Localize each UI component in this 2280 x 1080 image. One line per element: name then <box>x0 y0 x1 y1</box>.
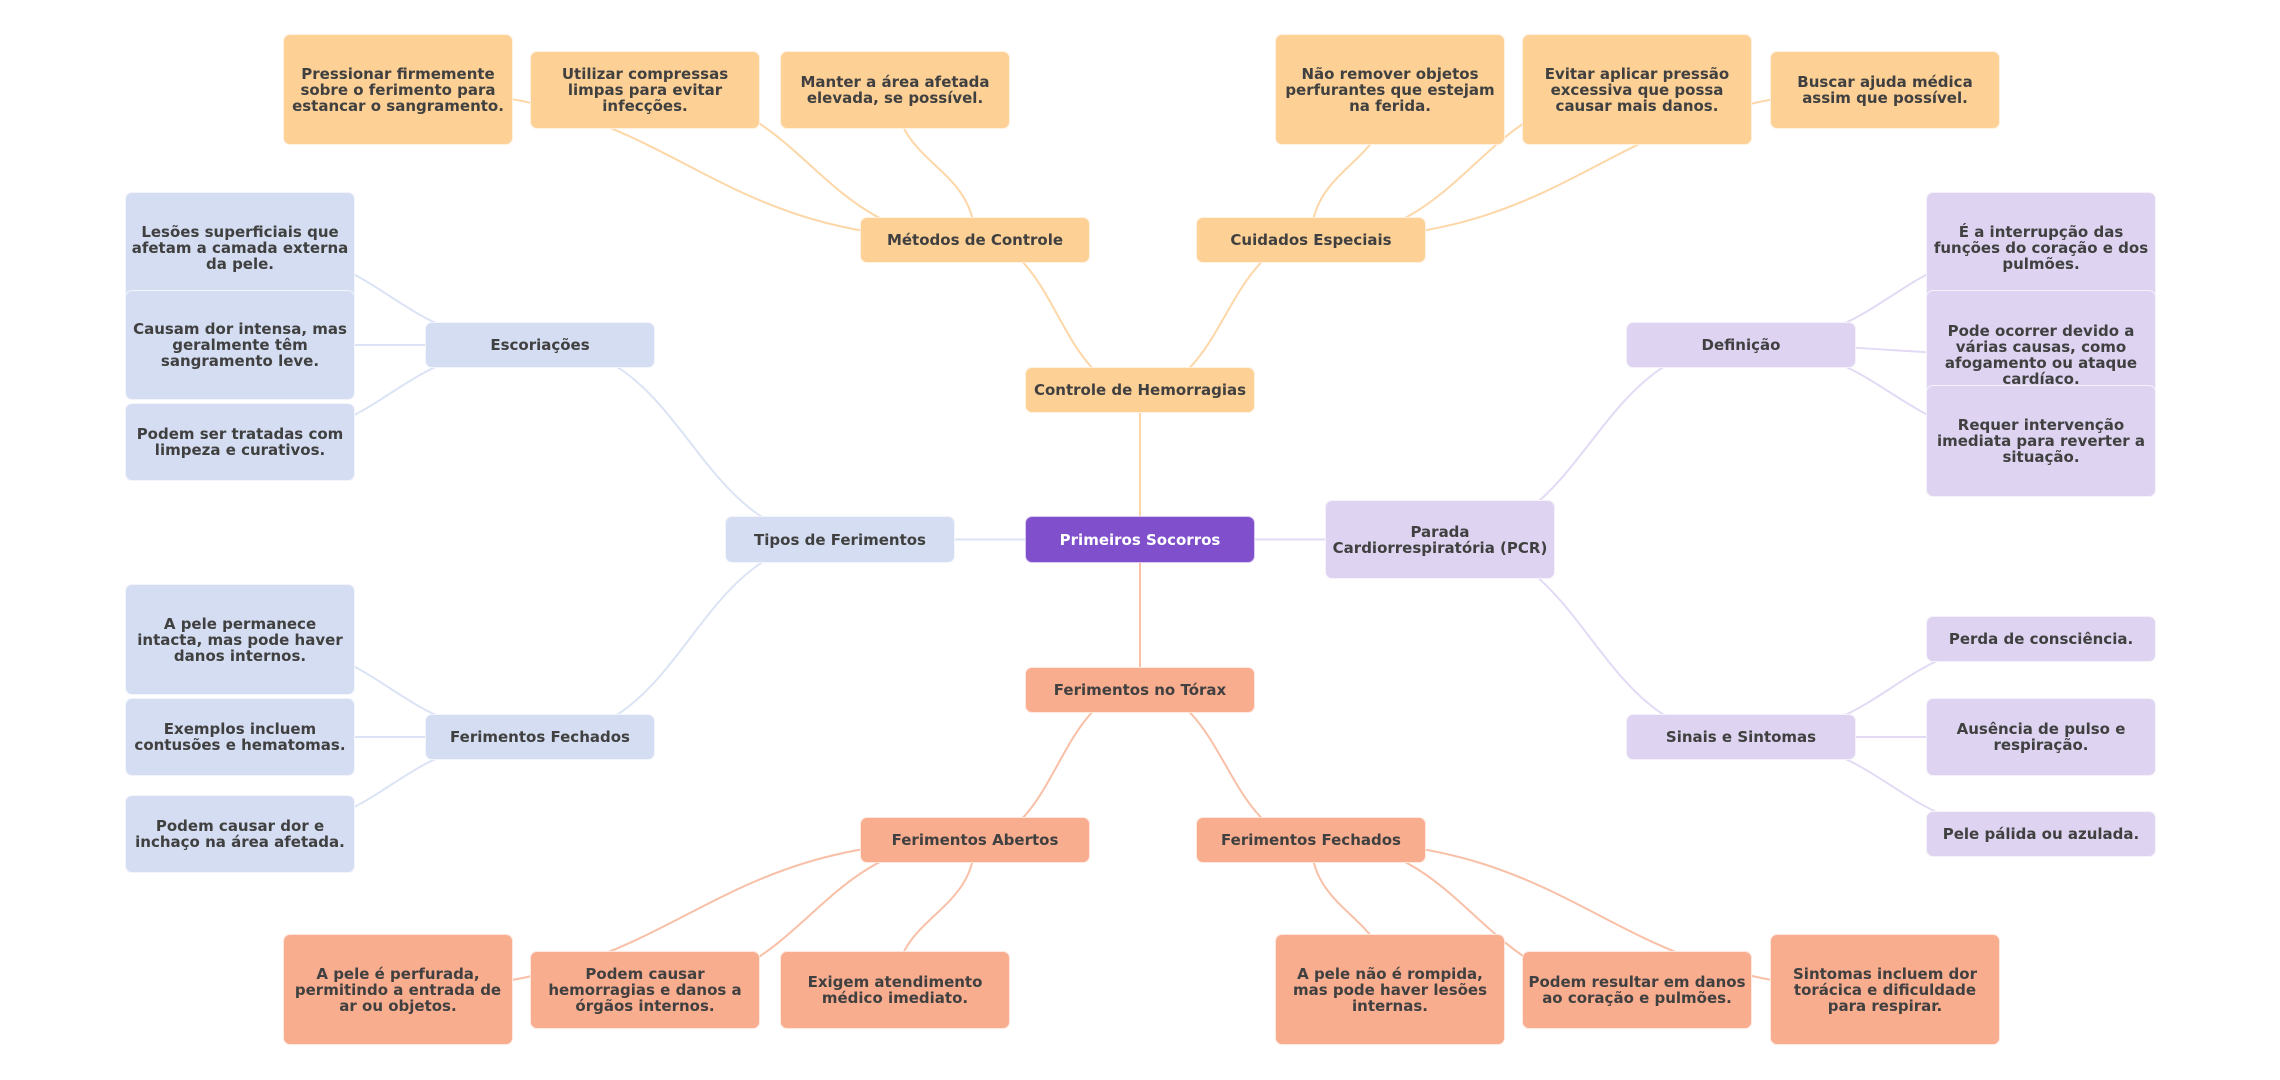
node-label: Buscar ajuda médica assim que possível. <box>1797 73 1973 107</box>
node-label: Exemplos incluem contusões e hematomas. <box>134 720 346 754</box>
node-label: Parada Cardiorrespiratória (PCR) <box>1332 522 1548 557</box>
node-label: Ferimentos Fechados <box>450 728 630 746</box>
subtopic-node-fechadosL[interactable]: Ferimentos Fechados <box>425 714 655 760</box>
leaf-node-inchaco[interactable]: Podem causar dor e inchaço na área afeta… <box>125 795 355 873</box>
node-label: Tipos de Ferimentos <box>754 530 926 549</box>
node-label: A pele permanece intacta, mas pode haver… <box>137 614 343 665</box>
node-label: Exigem atendimento médico imediato. <box>807 973 983 1007</box>
leaf-node-palida[interactable]: Pele pálida ou azulada. <box>1926 811 2156 857</box>
leaf-node-tratadas[interactable]: Podem ser tratadas com limpeza e curativ… <box>125 403 355 481</box>
root-node[interactable]: Primeiros Socorros <box>1025 516 1255 563</box>
node-label: Perda de consciência. <box>1948 630 2134 648</box>
node-label: Podem ser tratadas com limpeza e curativ… <box>136 425 344 459</box>
node-label: Métodos de Controle <box>886 231 1064 249</box>
leaf-node-ausencia[interactable]: Ausência de pulso e respiração. <box>1926 698 2156 776</box>
leaf-node-causam[interactable]: Causam dor intensa, mas geralmente têm s… <box>125 290 355 400</box>
node-label: Utilizar compressas limpas para evitar i… <box>561 65 729 115</box>
leaf-node-interrupcao[interactable]: É a interrupção das funções do coração e… <box>1926 192 2156 303</box>
leaf-node-naoremover[interactable]: Não remover objetos perfurantes que este… <box>1275 34 1505 145</box>
leaf-node-perfurada[interactable]: A pele é perfurada, permitindo a entrada… <box>283 934 513 1045</box>
subtopic-node-cuidados[interactable]: Cuidados Especiais <box>1196 217 1426 263</box>
leaf-node-manter[interactable]: Manter a área afetada elevada, se possív… <box>780 51 1010 129</box>
node-label: Evitar aplicar pressão excessiva que pos… <box>1544 64 1730 115</box>
leaf-node-utilizar[interactable]: Utilizar compressas limpas para evitar i… <box>530 51 760 129</box>
leaf-node-buscar[interactable]: Buscar ajuda médica assim que possível. <box>1770 51 2000 129</box>
subtopic-node-abertos[interactable]: Ferimentos Abertos <box>860 817 1090 863</box>
branch-node-controle[interactable]: Controle de Hemorragias <box>1025 367 1255 413</box>
leaf-node-sintomas[interactable]: Sintomas incluem dor torácica e dificuld… <box>1770 934 2000 1045</box>
node-label: Pode ocorrer devido a várias causas, com… <box>1944 322 2138 388</box>
node-label: Ferimentos Fechados <box>1221 831 1401 849</box>
leaf-node-intacta[interactable]: A pele permanece intacta, mas pode haver… <box>125 584 355 695</box>
node-label: A pele é perfurada, permitindo a entrada… <box>294 964 502 1015</box>
subtopic-node-metodos[interactable]: Métodos de Controle <box>860 217 1090 263</box>
node-label: Causam dor intensa, mas geralmente têm s… <box>133 320 347 370</box>
leaf-node-resultar[interactable]: Podem resultar em danos ao coração e pul… <box>1522 951 1752 1029</box>
leaf-node-naorompida[interactable]: A pele não é rompida, mas pode haver les… <box>1275 934 1505 1045</box>
node-label: Ausência de pulso e respiração. <box>1956 720 2126 754</box>
leaf-node-perda[interactable]: Perda de consciência. <box>1926 616 2156 662</box>
node-label: Sinais e Sintomas <box>1665 728 1817 746</box>
node-label: Controle de Hemorragias <box>1033 381 1247 399</box>
node-label: Manter a área afetada elevada, se possív… <box>800 73 990 107</box>
leaf-node-evitar[interactable]: Evitar aplicar pressão excessiva que pos… <box>1522 34 1752 145</box>
subtopic-node-escoriacoes[interactable]: Escoriações <box>425 322 655 368</box>
node-label: Podem causar dor e inchaço na área afeta… <box>135 817 345 851</box>
leaf-node-exemplos[interactable]: Exemplos incluem contusões e hematomas. <box>125 698 355 776</box>
node-label: Pele pálida ou azulada. <box>1942 825 2140 843</box>
node-label: Lesões superficiais que afetam a camada … <box>131 222 349 273</box>
node-label: Sintomas incluem dor torácica e dificuld… <box>1793 964 1977 1015</box>
subtopic-node-sinais[interactable]: Sinais e Sintomas <box>1626 714 1856 760</box>
leaf-node-pressionar[interactable]: Pressionar firmemente sobre o ferimento … <box>283 34 513 145</box>
leaf-node-hemorragiasInt[interactable]: Podem causar hemorragias e danos a órgão… <box>530 951 760 1029</box>
node-label: Não remover objetos perfurantes que este… <box>1285 64 1495 115</box>
node-label: Requer intervenção imediata para reverte… <box>1936 416 2146 466</box>
branch-node-pcr[interactable]: Parada Cardiorrespiratória (PCR) <box>1325 500 1555 579</box>
branch-node-tipos[interactable]: Tipos de Ferimentos <box>725 516 955 563</box>
node-label: Escoriações <box>490 336 590 354</box>
leaf-node-lesoes[interactable]: Lesões superficiais que afetam a camada … <box>125 192 355 303</box>
leaf-node-requer[interactable]: Requer intervenção imediata para reverte… <box>1926 385 2156 497</box>
node-label: Ferimentos Abertos <box>891 831 1059 849</box>
leaf-node-exigem[interactable]: Exigem atendimento médico imediato. <box>780 951 1010 1029</box>
node-label: Podem resultar em danos ao coração e pul… <box>1528 973 1746 1007</box>
node-label: Cuidados Especiais <box>1230 231 1392 249</box>
subtopic-node-fechadosR[interactable]: Ferimentos Fechados <box>1196 817 1426 863</box>
node-label: Pressionar firmemente sobre o ferimento … <box>292 64 504 115</box>
node-label: Podem causar hemorragias e danos a órgão… <box>548 965 742 1015</box>
node-label: Primeiros Socorros <box>1059 530 1221 549</box>
node-label: Definição <box>1701 336 1781 354</box>
subtopic-node-definicao[interactable]: Definição <box>1626 322 1856 368</box>
branch-node-torax[interactable]: Ferimentos no Tórax <box>1025 667 1255 713</box>
node-label: A pele não é rompida, mas pode haver les… <box>1292 964 1488 1015</box>
node-label: Ferimentos no Tórax <box>1053 681 1227 699</box>
edge-tipos-fechadosL <box>539 538 841 738</box>
node-label: É a interrupção das funções do coração e… <box>1933 222 2149 273</box>
edge-tipos-escoriacoes <box>539 344 841 541</box>
